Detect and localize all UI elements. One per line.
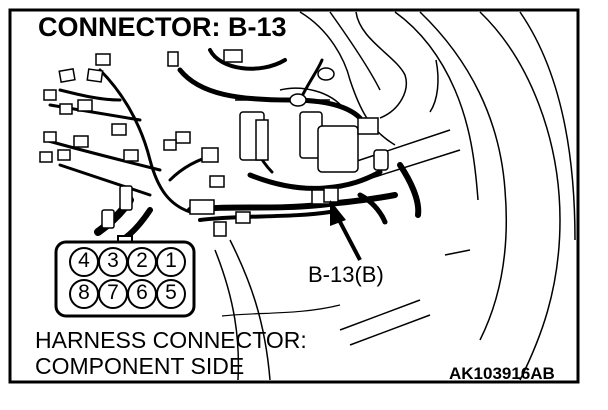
pin-label-4: 4 <box>78 249 90 272</box>
connector-housing <box>54 240 196 318</box>
pin-label-8: 8 <box>78 281 90 304</box>
pin-label-7: 7 <box>107 281 119 304</box>
pin-label-3: 3 <box>107 249 119 272</box>
wiring-harness <box>43 48 422 243</box>
callout-arrow <box>330 200 362 261</box>
pin-5 <box>156 279 186 309</box>
pin-label-5: 5 <box>165 281 177 304</box>
component-side-label: COMPONENT SIDE <box>35 353 245 379</box>
figure-code: AK103916AB <box>449 364 555 383</box>
pin-1 <box>156 247 186 277</box>
harness-connectors <box>39 49 389 237</box>
connector-callout-label: B-13(B) <box>308 262 384 287</box>
pin-label-6: 6 <box>136 281 148 304</box>
connector-face-diagram <box>54 235 196 318</box>
pin-label-1: 1 <box>165 249 177 272</box>
diagram-title: CONNECTOR: B-13 <box>38 12 287 42</box>
figure-border <box>8 8 580 384</box>
harness-connector-label: HARNESS CONNECTOR: <box>35 327 307 353</box>
pin-label-2: 2 <box>136 249 148 272</box>
leader-line <box>221 304 341 317</box>
